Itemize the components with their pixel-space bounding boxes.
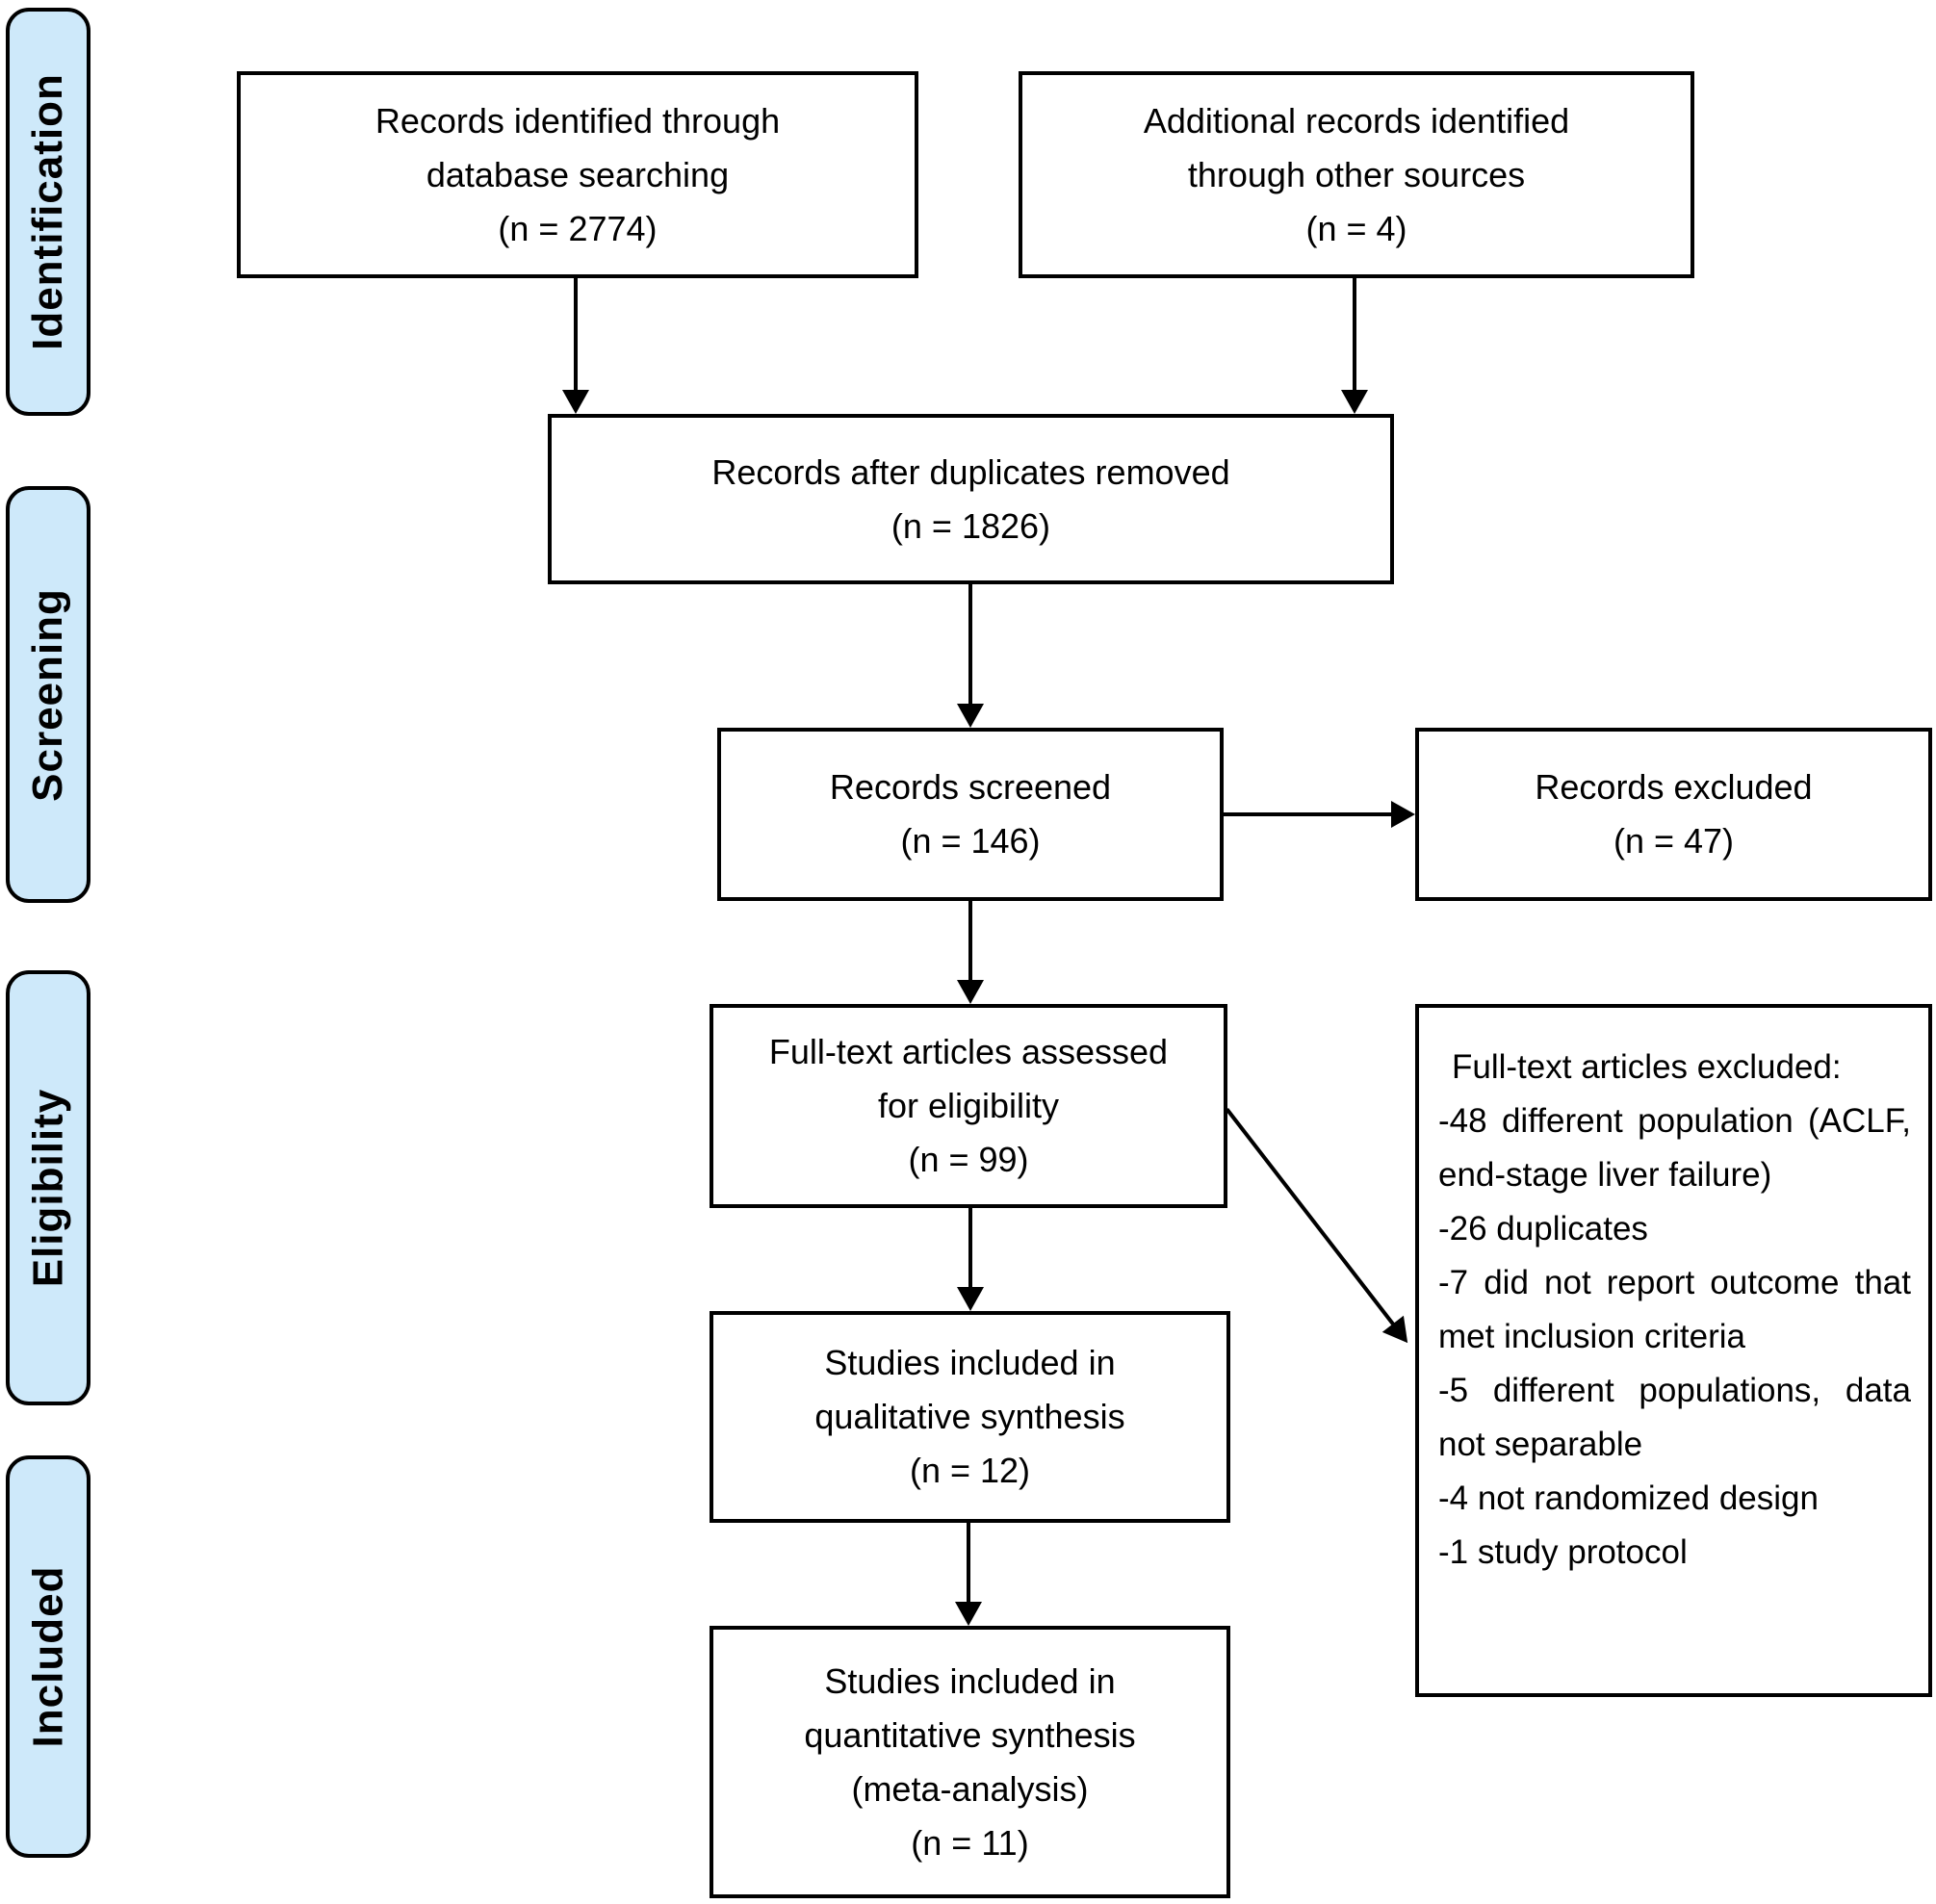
fulltext-excluded-item: -1 study protocol [1438, 1533, 1688, 1571]
box-qualitative-included-text: Studies included in qualitative synthesi… [814, 1343, 1125, 1490]
box-records-identified-text: Records identified through database sear… [374, 100, 781, 248]
box-qualitative-included: Studies included in qualitative synthesi… [710, 1311, 1230, 1523]
box-quantitative-included: Studies included in quantitative synthes… [710, 1626, 1230, 1898]
fulltext-excluded-item: -5 different populations, data not separ… [1438, 1372, 1911, 1463]
box-after-duplicates: Records after duplicates removed (n = 18… [548, 414, 1394, 584]
box-quantitative-included-text: Studies included in quantitative synthes… [804, 1660, 1136, 1863]
fulltext-excluded-item: -7 did not report outcome that met inclu… [1438, 1264, 1911, 1355]
fulltext-excluded-item: -48 different population (ACLF, end-stag… [1438, 1102, 1911, 1194]
box-records-identified: Records identified through database sear… [237, 71, 918, 278]
box-fulltext-assessed-text: Full-text articles assessed for eligibil… [768, 1032, 1169, 1179]
fulltext-excluded-item: -4 not randomized design [1438, 1479, 1819, 1517]
stage-screening: Screening [6, 486, 90, 903]
box-records-excluded-text: Records excluded (n = 47) [1535, 767, 1813, 861]
stage-eligibility-label: Eligibility [24, 1088, 72, 1288]
stage-included-label: Included [24, 1565, 71, 1748]
fulltext-excluded-item: -26 duplicates [1438, 1210, 1648, 1248]
box-records-screened: Records screened (n = 146) [717, 728, 1224, 901]
fulltext-excluded-heading: Full-text articles excluded: [1452, 1048, 1842, 1086]
box-additional-records: Additional records identified through ot… [1019, 71, 1694, 278]
arrow-fulltext-to-excluded [1225, 1108, 1419, 1351]
stage-included: Included [6, 1455, 90, 1858]
stage-eligibility: Eligibility [6, 970, 90, 1405]
box-records-screened-text: Records screened (n = 146) [829, 767, 1112, 861]
box-records-excluded: Records excluded (n = 47) [1415, 728, 1932, 901]
box-fulltext-assessed: Full-text articles assessed for eligibil… [710, 1004, 1227, 1208]
box-fulltext-excluded: Full-text articles excluded: -48 differe… [1415, 1004, 1932, 1697]
stage-screening-label: Screening [24, 587, 71, 802]
box-after-duplicates-text: Records after duplicates removed (n = 18… [711, 451, 1230, 546]
box-additional-records-text: Additional records identified through ot… [1143, 100, 1570, 248]
stage-identification: Identification [6, 8, 90, 416]
stage-identification-label: Identification [24, 73, 71, 350]
